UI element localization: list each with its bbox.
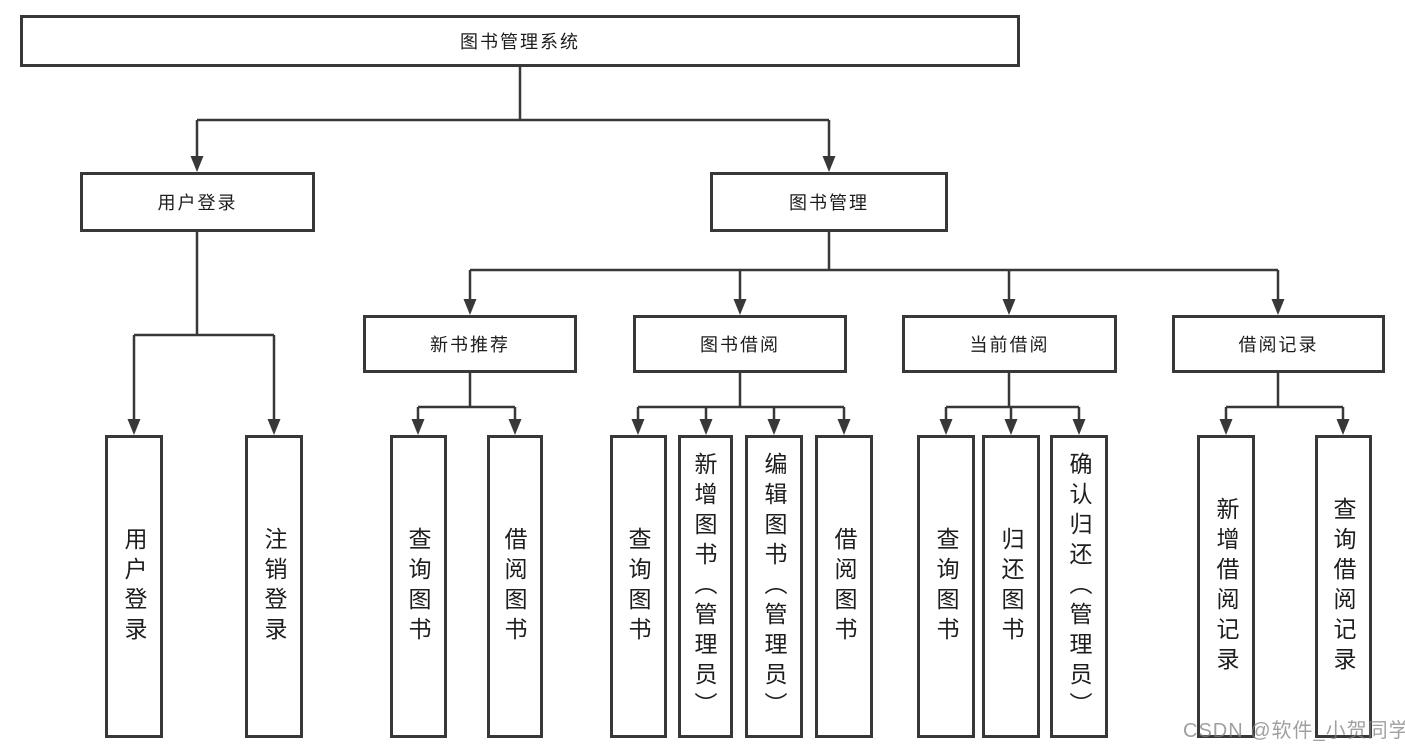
leaf-query-borrow-record: 查询借阅记录 — [1315, 435, 1372, 738]
leaf-logout: 注销登录 — [245, 435, 303, 738]
leaf-add-books-admin: 新增图书（管理员） — [678, 435, 733, 738]
csdn-watermark: CSDN @软件_小贺同学 — [1183, 720, 1405, 742]
leaf-query-books-3: 查询图书 — [917, 435, 975, 738]
node-root: 图书管理系统 — [20, 15, 1020, 67]
node-current-borrowing: 当前借阅 — [902, 315, 1117, 373]
leaf-confirm-return-admin: 确认归还（管理员） — [1050, 435, 1108, 738]
tree-edges — [132, 67, 1345, 421]
leaf-query-books-1: 查询图书 — [390, 435, 447, 738]
leaf-borrow-books-2: 借阅图书 — [815, 435, 873, 738]
node-user-login: 用户登录 — [80, 172, 315, 232]
leaf-user-login: 用户登录 — [105, 435, 163, 738]
leaf-edit-books-admin: 编辑图书（管理员） — [745, 435, 803, 738]
node-book-management: 图书管理 — [710, 172, 948, 232]
node-new-book-recommend: 新书推荐 — [363, 315, 577, 373]
node-borrowing-records: 借阅记录 — [1172, 315, 1385, 373]
leaf-return-books: 归还图书 — [982, 435, 1040, 738]
leaf-borrow-books-1: 借阅图书 — [487, 435, 543, 738]
leaf-add-borrow-record: 新增借阅记录 — [1197, 435, 1255, 738]
node-book-borrowing: 图书借阅 — [633, 315, 847, 373]
leaf-query-books-2: 查询图书 — [610, 435, 667, 738]
